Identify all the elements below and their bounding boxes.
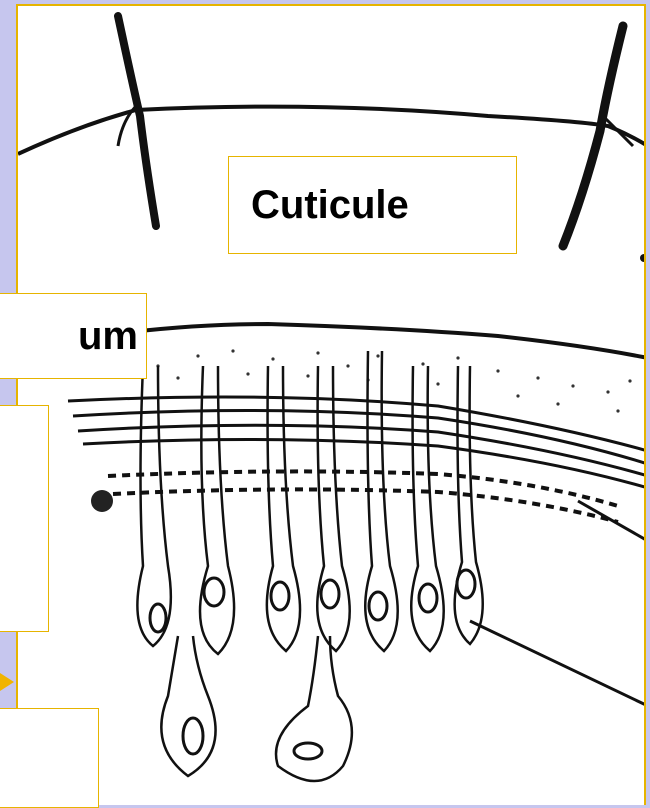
cuticle-epidermis-drawing [18,6,646,805]
diagram-frame: Cuticule [16,4,646,805]
nucleus-dot [91,490,113,512]
arrow-pointer-icon [0,673,14,691]
cuticle-label: Cuticule [228,156,517,254]
cuticle-outer-line [18,107,646,154]
cuticle-label-text: Cuticule [251,183,409,228]
lower-label-box [0,708,99,808]
epidermis-label-text: um [78,314,138,359]
cell-label-box [0,405,49,632]
epidermis-label-partial: um [0,293,147,379]
right-bristle [563,26,623,246]
left-bristle [118,16,156,226]
